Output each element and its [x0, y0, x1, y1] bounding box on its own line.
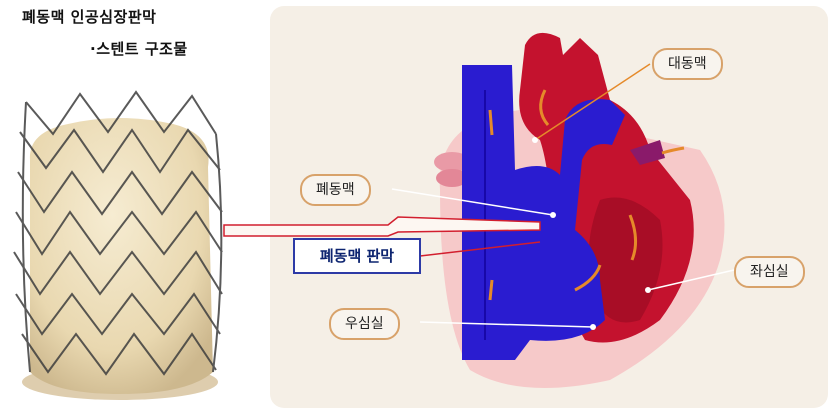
label-aorta: 대동맥	[652, 48, 723, 80]
caption-subtitle: ·스텐트 구조물	[90, 38, 188, 59]
label-left-ventricle: 좌심실	[734, 256, 805, 288]
label-right-chamber: 우심실	[329, 308, 400, 340]
label-pulmonary-artery: 폐동맥	[300, 174, 371, 206]
heart-diagram-panel	[270, 6, 828, 408]
label-pulmonary-valve: 폐동맥 판막	[293, 238, 421, 274]
stent-valve-illustration	[8, 72, 230, 407]
caption-title: 폐동맥 인공심장판막	[22, 6, 156, 27]
